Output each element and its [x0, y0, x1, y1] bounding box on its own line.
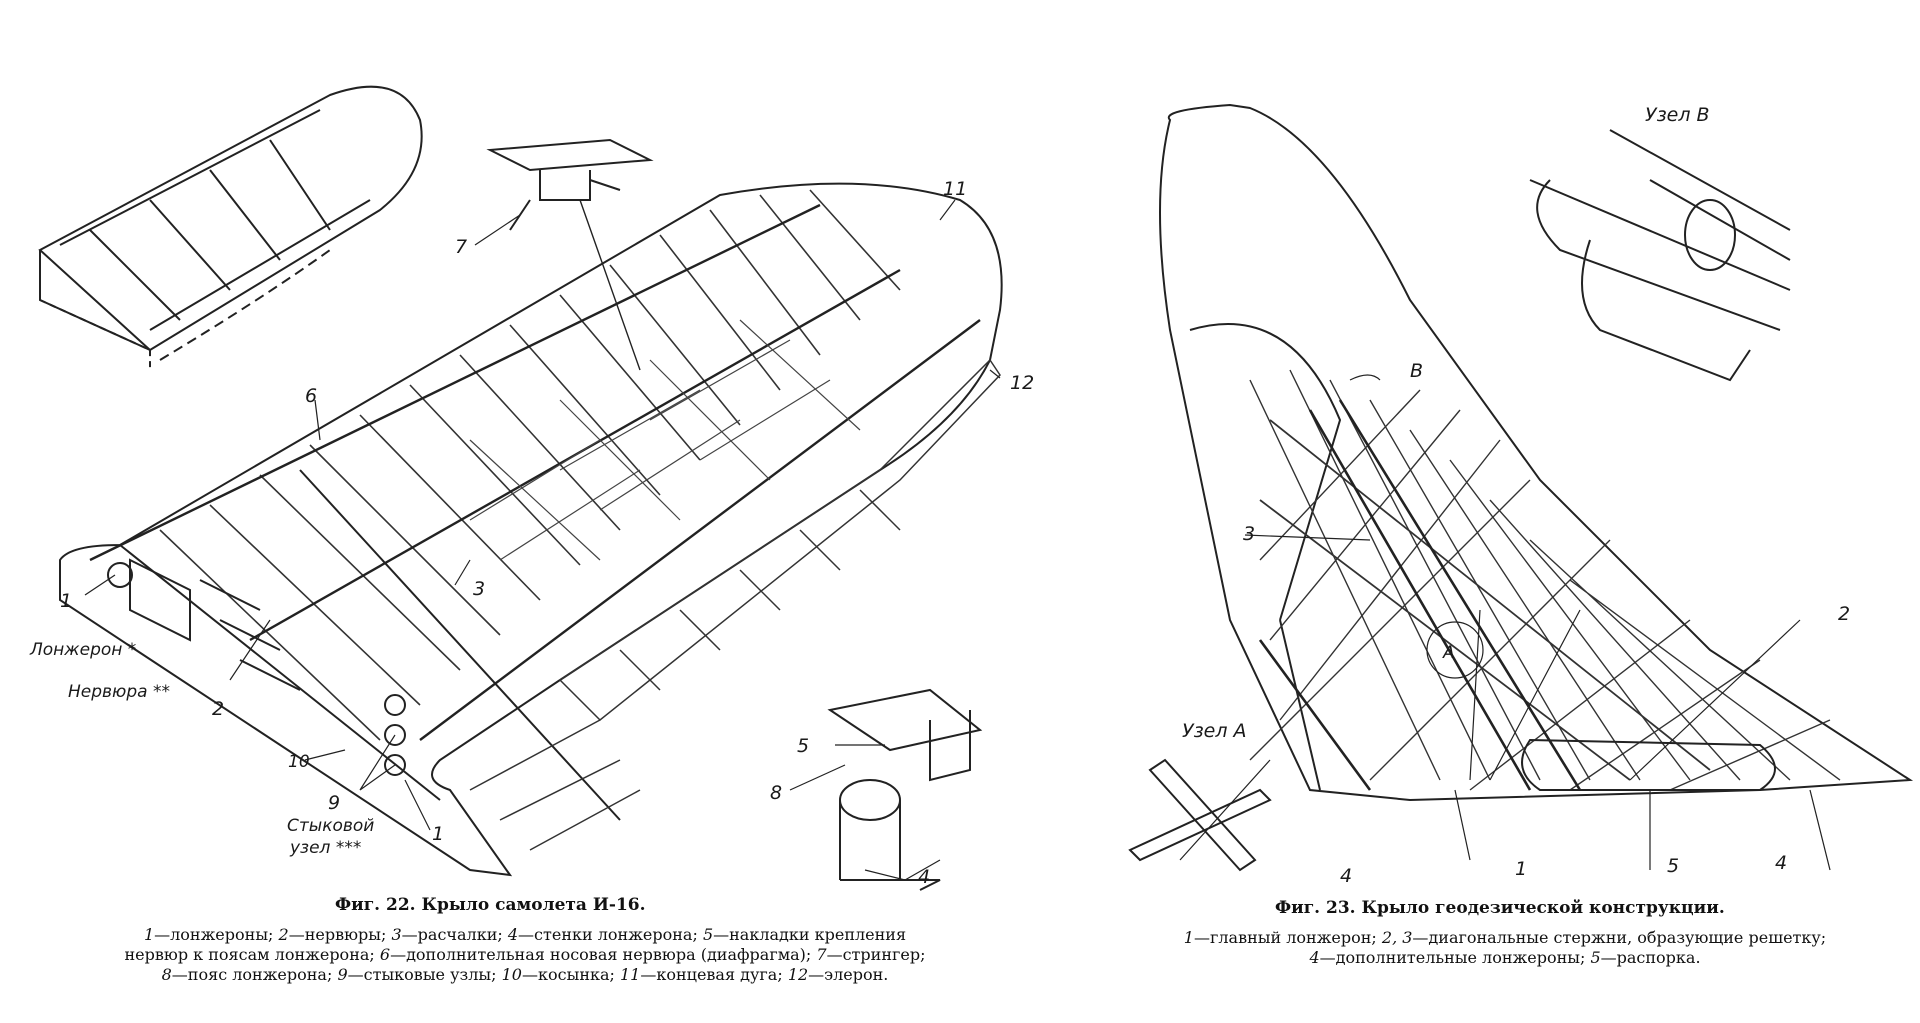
label-4-left: 4	[1340, 865, 1353, 887]
caption-fig23: Фиг. 23. Крыло геодезической конструкции…	[1275, 898, 1725, 918]
legend-text: —расчалки;	[401, 925, 508, 944]
legend-fig23: 1—главный лонжерон; 2, 3—диагональные ст…	[1110, 928, 1900, 968]
label-1-spar: 1	[60, 590, 73, 612]
label-3: 3	[1243, 523, 1256, 545]
label-b: В	[1410, 360, 1424, 382]
legend-text: —пояс лонжерона;	[171, 965, 338, 984]
label-rib: Нервюра **	[68, 682, 170, 702]
legend-number: 12	[787, 965, 809, 984]
label-1: 1	[1515, 858, 1528, 880]
legend-fig22-line1: 1—лонжероны; 2—нервюры; 3—расчалки; 4—ст…	[20, 925, 1030, 945]
label-a: А	[1443, 643, 1455, 663]
label-4-right: 4	[1775, 852, 1788, 874]
legend-number: 7	[816, 945, 827, 964]
legend-fig23-line1: 1—главный лонжерон; 2, 3—диагональные ст…	[1110, 928, 1900, 948]
legend-text: —нервюры;	[288, 925, 392, 944]
label-2: 2	[212, 698, 225, 720]
label-2: 2	[1838, 603, 1851, 625]
label-node-a: Узел А	[1182, 720, 1247, 742]
legend-number: 9	[337, 965, 348, 984]
legend-text: —концевая дуга;	[640, 965, 788, 984]
legend-text: —дополнительная носовая нервюра (диафраг…	[390, 945, 817, 964]
node-a-circle	[1426, 621, 1484, 679]
label-12: 12	[1010, 372, 1035, 394]
legend-text: —накладки крепления	[713, 925, 907, 944]
legend-number: 4	[507, 925, 519, 944]
leader-lines-23	[1179, 374, 1831, 871]
legend-fig22: 1—лонжероны; 2—нервюры; 3—расчалки; 4—ст…	[20, 925, 1030, 985]
legend-fig23-line2: 4—дополнительные лонжероны; 5—распорка.	[1110, 948, 1900, 968]
legend-number: 10	[501, 965, 522, 984]
geodesic-wing-outline	[1159, 103, 1914, 802]
legend-number: 2	[278, 925, 289, 944]
inset-spar-frame	[38, 85, 423, 370]
legend-number: 5	[702, 925, 714, 944]
legend-text: —дополнительные лонжероны;	[1319, 948, 1591, 967]
legend-text: —стрингер;	[826, 945, 926, 964]
legend-number: 6	[379, 945, 391, 964]
label-11: 11	[943, 178, 968, 200]
root-section	[107, 558, 406, 776]
inset-stringer	[486, 138, 654, 371]
label-3: 3	[473, 578, 486, 600]
geodesic-spars	[1258, 399, 1582, 791]
legend-text: —стенки лонжерона;	[518, 925, 703, 944]
geodesic-lattice	[1249, 369, 1841, 791]
figure-23: Узел В В 3 2 А Узел А 4 1 5 4 Фиг. 23. К…	[1110, 0, 1920, 1023]
legend-text: —косынка;	[521, 965, 620, 984]
label-joint-line1: Стыковой	[287, 816, 375, 836]
label-node-b: Узел В	[1645, 104, 1710, 126]
caption-fig22: Фиг. 22. Крыло самолета И-16.	[335, 895, 646, 915]
legend-number: 5	[1590, 948, 1601, 967]
legend-text: —лонжероны;	[154, 925, 279, 944]
wing-ribs	[159, 189, 901, 741]
label-5: 5	[1667, 855, 1680, 877]
inset-node-a	[1128, 758, 1272, 872]
label-1-spar-root: 1	[432, 823, 445, 845]
wing-i16-drawing	[38, 85, 1003, 891]
legend-fig22-line2: нервюр к поясам лонжерона; 6—дополнитель…	[20, 945, 1030, 965]
strut	[1521, 738, 1776, 791]
label-9: 9	[328, 792, 341, 814]
legend-number: 11	[620, 965, 641, 984]
label-joint-line2: узел ***	[290, 838, 362, 858]
legend-number: 8	[161, 965, 172, 984]
legend-text: нервюр к поясам лонжерона;	[124, 945, 380, 964]
figure-22: 1 Лонжерон * Нервюра ** 2 3 6 7 11 12 10…	[20, 85, 1035, 985]
label-8: 8	[770, 782, 783, 804]
wing-spars	[89, 203, 981, 741]
legend-text: —стыковые узлы;	[347, 965, 502, 984]
legend-fig22-line3: 8—пояс лонжерона; 9—стыковые узлы; 10—ко…	[20, 965, 1030, 985]
label-7: 7	[455, 236, 468, 258]
wing-bracing	[469, 319, 861, 561]
legend-number: 2, 3	[1381, 928, 1413, 947]
label-5: 5	[797, 735, 810, 757]
label-10: 10	[288, 752, 310, 772]
legend-text: —распорка.	[1600, 948, 1701, 967]
inset-spar-cap	[827, 688, 983, 891]
geodesic-wing-drawing	[1128, 103, 1914, 872]
legend-text: —элерон.	[808, 965, 889, 984]
leader-lines	[84, 199, 1001, 881]
aileron	[469, 358, 1001, 851]
legend-number: 1	[143, 925, 155, 944]
label-6: 6	[305, 385, 318, 407]
legend-number: 1	[1183, 928, 1194, 947]
legend-number: 3	[391, 925, 402, 944]
legend-text: —главный лонжерон;	[1193, 928, 1382, 947]
main-wing-outline	[59, 182, 1003, 877]
inset-node-b	[1529, 129, 1791, 382]
label-4: 4	[918, 866, 931, 888]
legend-number: 4	[1309, 948, 1320, 967]
label-spar: Лонжерон *	[30, 640, 137, 660]
legend-text: —диагональные стержни, образующие решетк…	[1412, 928, 1827, 947]
